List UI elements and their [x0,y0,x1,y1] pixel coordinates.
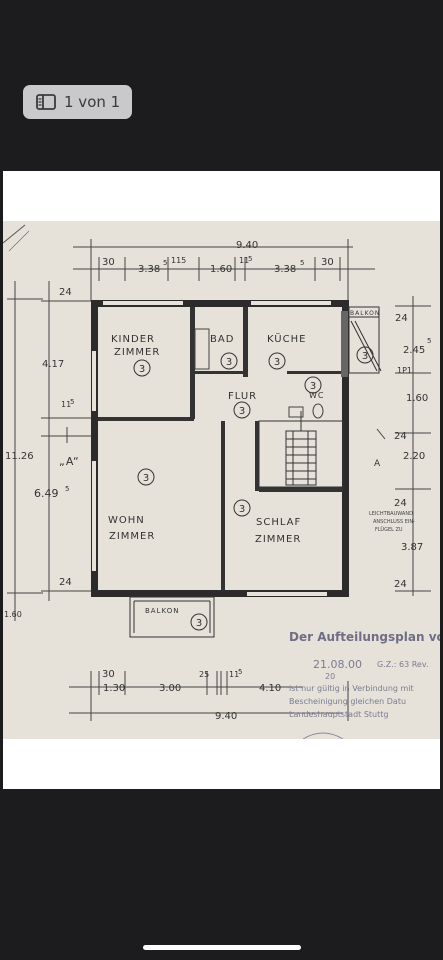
marker-kueche: 3 [274,357,280,368]
floor-plan-image[interactable]: 9.40 30 3.38 5 115 1.60 11 5 3.38 5 30 2… [3,221,440,739]
dim-top-3: 115 [171,256,186,265]
floor-plan-drawing: 9.40 30 3.38 5 115 1.60 11 5 3.38 5 30 2… [3,224,440,739]
unit-label-a-2: A [374,459,381,469]
note-small-2: ANSCHLUSS EIN- [373,519,415,525]
dim-bottom-3: 3.00 [159,683,181,694]
stamp-date: 21.08.00 [313,658,362,671]
dim-right-8: 3.87 [401,542,423,553]
marker-kinder: 3 [139,364,145,375]
marker-schlaf: 3 [239,504,245,515]
dim-top-4: 1.60 [210,264,232,275]
dim-top-7: 30 [321,257,334,268]
page-counter-badge[interactable]: 1 von 1 [23,85,132,119]
dim-left-1: 24 [59,287,72,298]
room-label-wohn-2: ZIMMER [109,531,155,542]
dim-bottom-6: 4.10 [259,683,281,694]
sidebar-icon [36,94,56,110]
room-label-wohn: WOHN [108,515,145,526]
marker-balkon-top: 3 [362,351,368,362]
dim-bottom-5: 11 [229,670,239,679]
dim-right-2: 2.45 [403,345,425,356]
dim-right-1: 24 [395,313,408,324]
dim-right-2-sup: 5 [427,337,431,345]
dim-bottom-2: 1.30 [103,683,125,694]
dim-bottom-1: 30 [102,669,115,680]
dim-top-5: 11 [239,256,249,265]
marker-wohn: 3 [143,473,149,484]
dim-top-2-sup: 5 [163,259,167,267]
note-small-1: LEICHTBAUWAND [369,511,413,517]
marker-wc: 3 [310,381,316,392]
dim-left-7: 1.60 [4,610,22,619]
dim-left-3-sup: 5 [70,398,74,406]
dim-right-7: 24 [394,498,407,509]
dim-right-6: 2.20 [403,451,425,462]
plan-heading: Der Aufteilungsplan vo [289,630,440,644]
dim-left-5-sup: 5 [65,485,69,493]
dim-bottom-4: 25 [199,670,209,679]
stamp-ref: G.Z.: 63 Rev. [377,660,429,669]
marker-bad: 3 [226,357,232,368]
room-label-bad: BAD [210,334,234,345]
dim-left-6: 24 [59,577,72,588]
dim-left-3: 11 [61,400,71,409]
dim-top-6: 3.38 [274,264,296,275]
room-label-kinder-2: ZIMMER [114,347,160,358]
dim-top-2: 3.38 [138,264,160,275]
stamp-sub: 20 [325,672,335,681]
room-label-kinder: KINDER [111,334,155,345]
room-label-kueche: KÜCHE [267,332,306,345]
dim-right-3: 1P1 [397,366,412,375]
dim-right-5: 24 [394,431,407,442]
dim-left-2: 4.17 [42,359,64,370]
dim-left-4: 11.26 [5,451,34,462]
dim-bottom-total: 9.40 [215,711,237,722]
dim-right-9: 24 [394,579,407,590]
page-counter-label: 1 von 1 [64,93,121,111]
dim-top-6-sup: 5 [300,259,304,267]
dim-bottom-5-sup: 5 [238,668,242,676]
room-label-schlaf: SCHLAF [256,517,301,528]
note-small-3: FLÜGEL ZU [375,526,403,533]
room-label-wc: WC [309,391,325,400]
dim-left-5: 6.49 [34,487,59,500]
stamp-line-3: Landeshauptstadt Stuttg [289,710,388,719]
marker-flur: 3 [239,406,245,417]
room-label-balkon-bottom: BALKON [145,607,179,615]
dim-top-5-sup: 5 [248,255,252,263]
marker-balkon-bottom: 3 [196,618,202,629]
dim-top-1: 30 [102,257,115,268]
stamp-line-1: ist nur gültig in Verbindung mit [289,684,414,693]
unit-label-a: „A“ [59,455,80,468]
room-label-schlaf-2: ZIMMER [255,534,301,545]
home-indicator[interactable] [143,945,301,950]
room-label-balkon-top: BALKON [350,310,380,317]
room-label-flur: FLUR [228,391,257,402]
dim-top-total: 9.40 [236,240,258,251]
dim-right-4: 1.60 [406,393,428,404]
stamp-line-2: Bescheinigung gleichen Datu [289,697,406,706]
